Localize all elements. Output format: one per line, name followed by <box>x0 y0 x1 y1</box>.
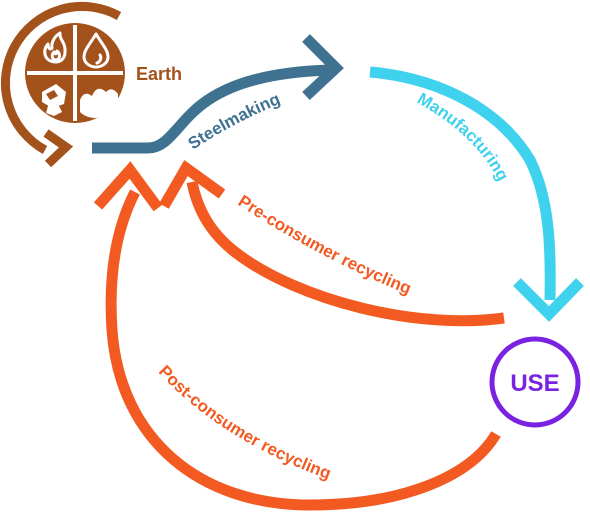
pre-consumer-recycling-label: Pre-consumer recycling <box>235 191 414 298</box>
manufacturing-arrow <box>369 66 556 301</box>
steelmaking-arrowhead <box>302 34 344 101</box>
pre-consumer-recycling-flow: Pre-consumer recycling <box>159 159 505 327</box>
use-circle <box>489 336 581 428</box>
earth-cycle-arrow <box>0 1 122 154</box>
pre-consumer-recycling-arrowhead <box>159 159 226 209</box>
water-drop-icon <box>82 32 110 69</box>
pre-consumer-recycling-arrow <box>186 180 505 327</box>
manufacturing-arrowhead <box>513 278 584 322</box>
post-consumer-recycling-flow: Post-consumer recycling <box>93 161 501 511</box>
steelmaking-flow: Steelmaking <box>92 34 344 154</box>
use-label: USE <box>510 370 559 397</box>
use-node: USE <box>489 336 581 428</box>
steelmaking-label: Steelmaking <box>185 89 283 153</box>
earth-cycle-arrowhead <box>43 129 74 168</box>
earth-label: Earth <box>136 64 182 84</box>
post-consumer-recycling-arrowhead <box>93 161 163 212</box>
earth-node: Earth <box>0 1 182 168</box>
rock-icon <box>42 84 66 116</box>
post-consumer-recycling-arrow <box>105 189 501 511</box>
soil-icon <box>80 88 118 118</box>
steelmaking-arrow <box>92 64 331 154</box>
fire-icon <box>43 31 67 64</box>
